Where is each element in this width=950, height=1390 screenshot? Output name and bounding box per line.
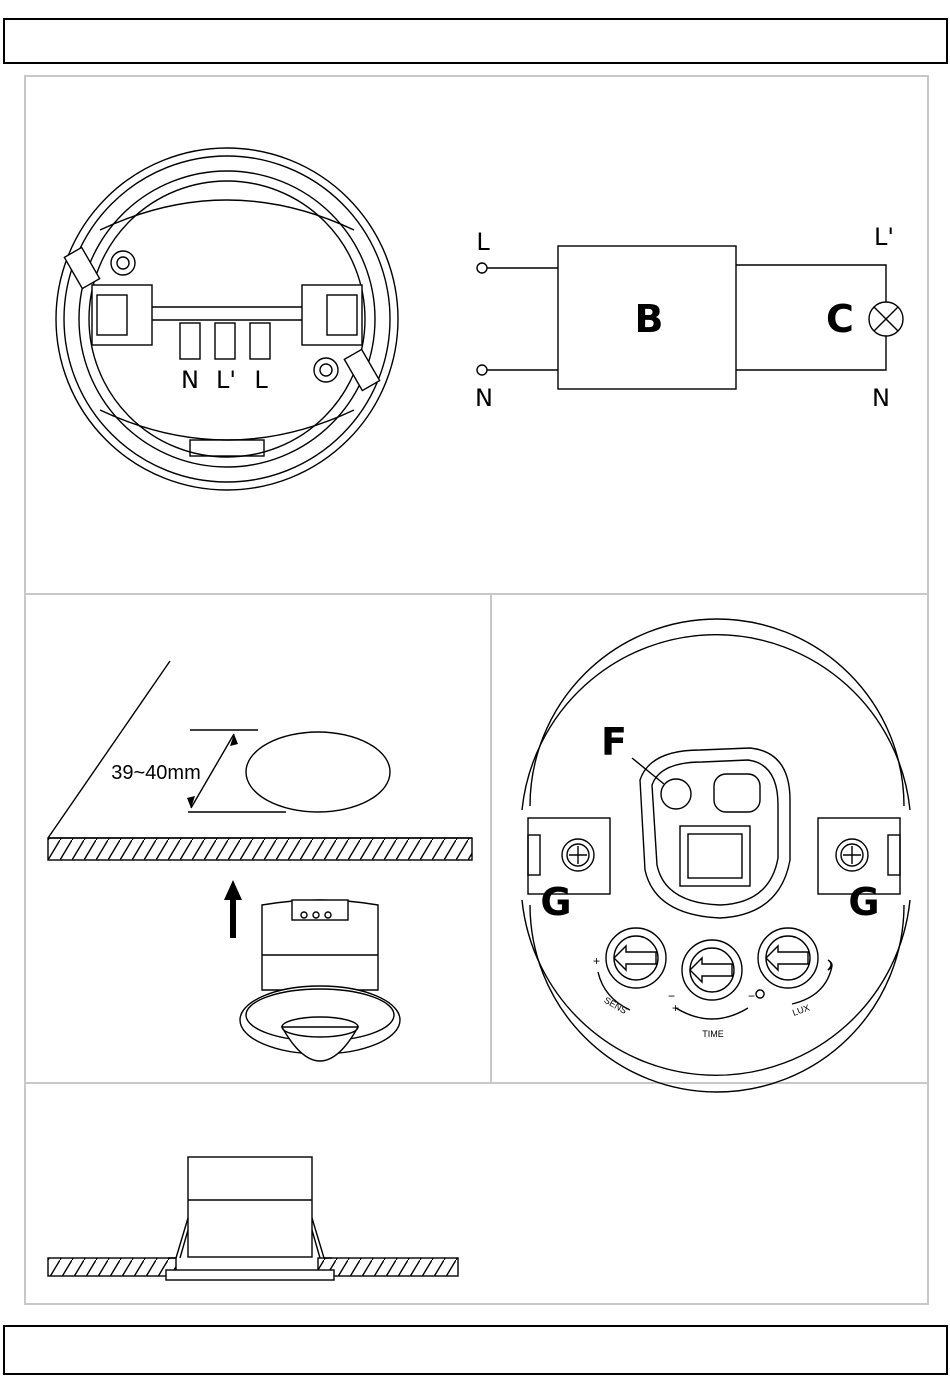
- ceiling-section-right: [318, 1258, 458, 1276]
- footer-bar: [3, 1325, 948, 1375]
- ceiling-section-left: [48, 1258, 176, 1276]
- installed-sensor: [166, 1157, 334, 1280]
